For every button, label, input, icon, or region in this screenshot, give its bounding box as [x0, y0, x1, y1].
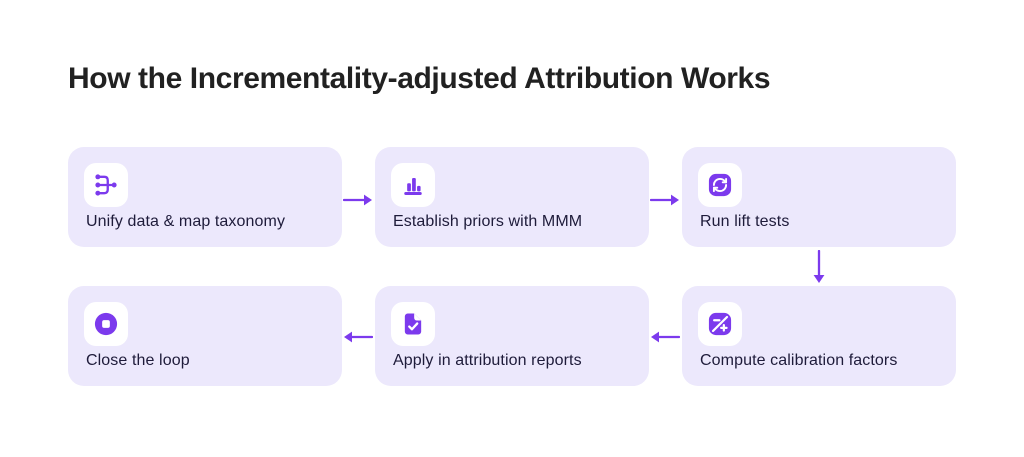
icon-tile [391, 163, 435, 207]
stop-circle-icon [94, 312, 118, 336]
icon-tile [84, 163, 128, 207]
icon-tile [84, 302, 128, 346]
sync-icon [708, 173, 732, 197]
step-label: Establish priors with MMM [393, 213, 583, 230]
icon-tile [391, 302, 435, 346]
merge-icon [95, 174, 117, 196]
step-label: Unify data & map taxonomy [86, 213, 286, 230]
step-card-close-loop: Close the loop [68, 286, 342, 386]
step-card-apply-reports: Apply in attribution reports [375, 286, 649, 386]
arrow-right-icon [343, 193, 373, 207]
step-card-establish-priors: Establish priors with MMM [375, 147, 649, 247]
step-label: Compute calibration factors [700, 352, 898, 369]
arrow-left-icon [650, 330, 680, 344]
file-check-icon [404, 313, 422, 335]
step-card-compute-calibration: Compute calibration factors [682, 286, 956, 386]
step-label: Run lift tests [700, 213, 790, 230]
arrow-down-icon [812, 250, 826, 284]
step-card-run-lift-tests: Run lift tests [682, 147, 956, 247]
icon-tile [698, 163, 742, 207]
page-title: How the Incrementality-adjusted Attribut… [68, 62, 771, 95]
icon-tile [698, 302, 742, 346]
arrow-left-icon [343, 330, 373, 344]
arrow-right-icon [650, 193, 680, 207]
step-label: Apply in attribution reports [393, 352, 582, 369]
bar-chart-icon [404, 178, 422, 196]
step-label: Close the loop [86, 352, 190, 369]
step-card-unify-data: Unify data & map taxonomy [68, 147, 342, 247]
plus-minus-icon [708, 312, 732, 336]
